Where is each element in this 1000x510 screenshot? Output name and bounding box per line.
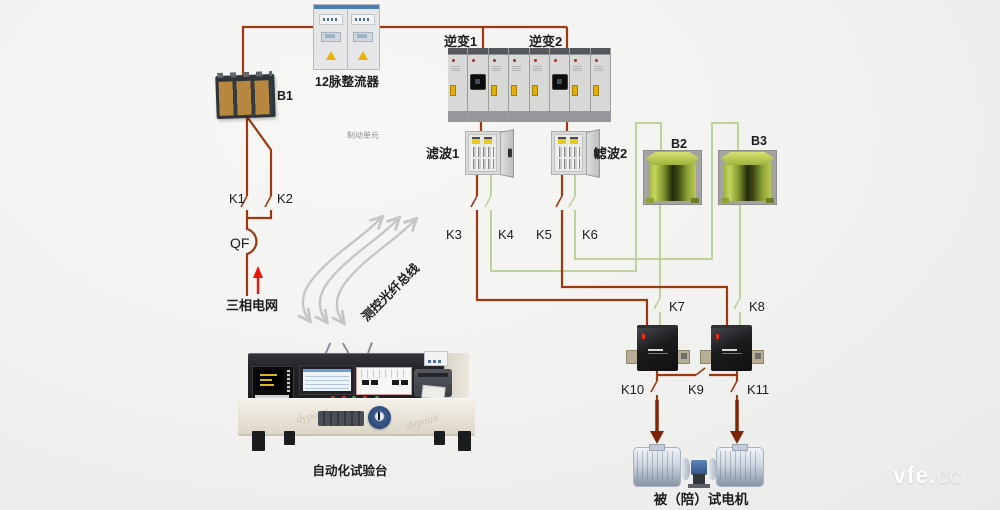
control-panel — [319, 14, 343, 25]
label-motors: 被（陪）试电机 — [653, 492, 749, 507]
status-led — [642, 334, 645, 339]
filter1-cabinet — [465, 128, 515, 179]
door-handle — [507, 148, 512, 158]
grid-direction-arrow — [253, 266, 263, 294]
label-k8: K8 — [749, 299, 765, 314]
display-screen — [357, 34, 367, 38]
label-grid: 三相电网 — [226, 298, 279, 313]
inverter1-screen-section — [468, 48, 489, 122]
label-k3: K3 — [446, 227, 462, 242]
printer — [414, 369, 452, 401]
b1-resistor-block — [215, 71, 276, 120]
label-b3: B3 — [751, 134, 767, 148]
site-watermark-bold: vfe. — [893, 462, 937, 488]
label-k2: K2 — [277, 191, 293, 206]
label-filter1: 滤波1 — [426, 146, 460, 161]
filter2-cabinet — [551, 128, 601, 179]
inverter-display-icon — [551, 74, 568, 90]
label-k10: K10 — [621, 382, 645, 397]
transformer-b2 — [643, 150, 702, 205]
control-panel — [351, 14, 375, 25]
label-k9: K9 — [688, 382, 704, 397]
inverter-cabinet-section — [488, 48, 510, 122]
bench-leg — [434, 431, 445, 445]
wiring-panel — [356, 367, 412, 395]
shaft-coupling — [681, 452, 717, 488]
rectifier-cabinet — [313, 4, 380, 70]
bench-monitor — [299, 365, 355, 395]
label-k7: K7 — [669, 299, 685, 314]
instrument-display — [252, 366, 294, 401]
label-k4: K4 — [498, 227, 514, 242]
label-k11: K11 — [747, 382, 770, 397]
panel-buttons — [355, 18, 369, 21]
inverter2-screen-section — [549, 48, 571, 122]
motor-left — [633, 444, 681, 487]
label-filter2: 滤波2 — [594, 146, 628, 161]
inverter-cabinet-section — [529, 48, 550, 122]
label-b1: B1 — [277, 89, 293, 103]
label-k5: K5 — [536, 227, 552, 242]
label-k6: K6 — [582, 227, 598, 242]
inverter-cabinet-section — [509, 48, 530, 122]
label-rectifier: 12脉整流器 — [315, 75, 379, 89]
bench-leg — [458, 431, 471, 451]
inverter-display-icon — [470, 74, 487, 90]
label-bench: 自动化试验台 — [312, 464, 388, 478]
power-analyzer-left — [626, 323, 690, 371]
cabinet-divider — [346, 9, 348, 69]
panel-buttons — [323, 18, 337, 21]
cabinet-door — [500, 128, 515, 179]
label-brake-unit: 制动单元 — [347, 131, 379, 140]
fiber-bus-arrows — [303, 218, 415, 322]
cabinet-top-strip — [314, 5, 379, 9]
bench-leg — [284, 431, 295, 445]
display-screen — [325, 34, 335, 38]
bench-keypad — [318, 411, 364, 426]
warning-triangle-icon — [358, 51, 368, 60]
inverter-cabinet-section — [590, 48, 611, 122]
usb-device — [424, 351, 448, 366]
label-inverter2: 逆变2 — [529, 34, 563, 49]
display-panel — [353, 32, 373, 42]
label-qf: QF — [230, 235, 250, 251]
motor-right — [716, 444, 764, 487]
label-k1: K1 — [229, 191, 245, 206]
bench-knob — [368, 406, 391, 429]
transformer-b3 — [718, 150, 777, 205]
power-analyzer-right — [700, 323, 764, 371]
inverter-cabinet-section — [570, 48, 591, 122]
warning-triangle-icon — [326, 51, 336, 60]
inverter-cabinet-row — [448, 48, 611, 122]
b1-mesh-panels — [218, 80, 273, 116]
label-b2: B2 — [671, 137, 687, 151]
b1-terminals — [217, 71, 273, 78]
site-watermark-light: cc — [936, 462, 962, 488]
status-led — [716, 334, 719, 339]
test-bench: dypoint dypoint — [238, 342, 475, 454]
motor-feed-arrows — [650, 400, 744, 444]
bench-desktop — [238, 398, 475, 436]
display-panel — [321, 32, 341, 42]
site-watermark: vfe.cc — [893, 462, 962, 489]
label-inverter1: 逆变1 — [444, 34, 478, 49]
bench-leg — [252, 431, 265, 451]
inverter-cabinet-section — [448, 48, 469, 122]
